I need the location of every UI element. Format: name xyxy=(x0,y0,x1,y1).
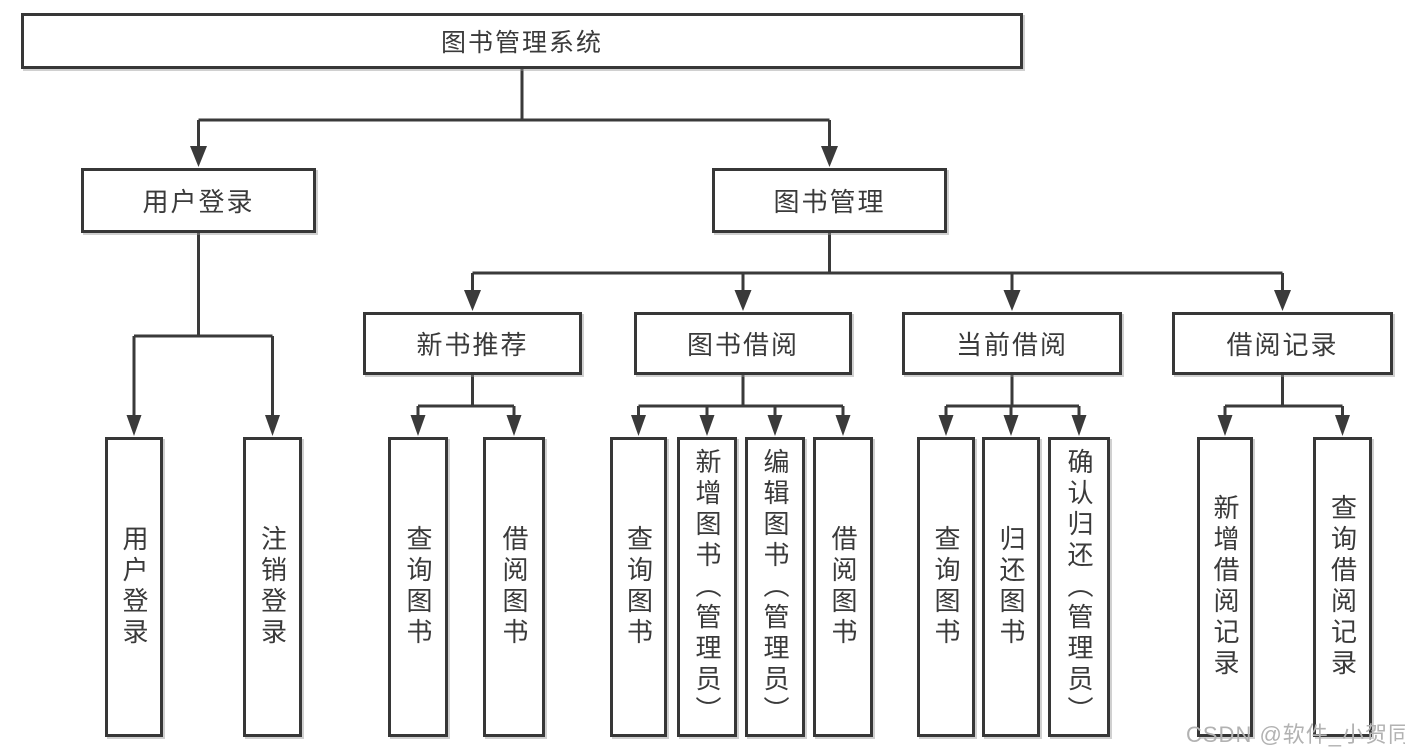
leaf-user-login: 用户登录 xyxy=(105,437,163,737)
arrowheads xyxy=(126,146,1350,436)
node-label: 归还图书 xyxy=(996,525,1026,649)
leaf-query-books-current: 查询图书 xyxy=(917,437,975,737)
leaf-return-books: 归还图书 xyxy=(982,437,1040,737)
node-label: 查询图书 xyxy=(931,525,961,649)
node-label: 当前借阅 xyxy=(955,330,1068,360)
leaf-borrow-books-borrowing: 借阅图书 xyxy=(813,437,873,737)
node-label: 新书推荐 xyxy=(416,330,529,360)
node-book-management: 图书管理 xyxy=(712,168,947,233)
node-new-book-recommend: 新书推荐 xyxy=(363,312,582,375)
node-label: 借阅图书 xyxy=(828,525,858,649)
leaf-add-books-admin: 新增图书（管理员） xyxy=(677,437,737,737)
node-user-login: 用户登录 xyxy=(81,168,316,233)
node-label: 图书管理 xyxy=(773,187,886,217)
leaf-query-borrow-record: 查询借阅记录 xyxy=(1313,437,1372,737)
leaf-logout: 注销登录 xyxy=(243,437,302,737)
leaf-edit-books-admin: 编辑图书（管理员） xyxy=(745,437,805,737)
node-label: 查询借阅记录 xyxy=(1327,494,1358,680)
node-label: 新增借阅记录 xyxy=(1210,494,1240,680)
node-label: 用户登录 xyxy=(142,187,255,217)
node-borrowing-records: 借阅记录 xyxy=(1172,312,1393,375)
node-label: 新增图书（管理员） xyxy=(692,447,722,727)
leaf-borrow-books-recommend: 借阅图书 xyxy=(483,437,545,737)
leaf-query-books-recommend: 查询图书 xyxy=(388,437,448,737)
node-library-management-system: 图书管理系统 xyxy=(21,13,1023,69)
node-label: 图书借阅 xyxy=(686,330,799,360)
node-label: 注销登录 xyxy=(257,525,288,649)
leaf-confirm-return-admin: 确认归还（管理员） xyxy=(1048,437,1110,737)
node-label: 编辑图书（管理员） xyxy=(760,447,790,727)
node-label: 图书管理系统 xyxy=(440,29,603,57)
node-book-borrowing: 图书借阅 xyxy=(634,312,852,375)
node-label: 借阅记录 xyxy=(1226,330,1339,360)
node-label: 用户登录 xyxy=(119,525,149,649)
leaf-query-books-borrowing: 查询图书 xyxy=(610,437,667,737)
csdn-watermark: CSDN @软件_小贺同学 xyxy=(1186,722,1405,747)
node-label: 查询图书 xyxy=(403,525,433,649)
node-label: 确认归还（管理员） xyxy=(1064,447,1094,727)
node-label: 借阅图书 xyxy=(499,525,529,649)
node-label: 查询图书 xyxy=(623,525,654,649)
leaf-add-borrow-record: 新增借阅记录 xyxy=(1197,437,1253,737)
node-current-borrowing: 当前借阅 xyxy=(902,312,1122,375)
